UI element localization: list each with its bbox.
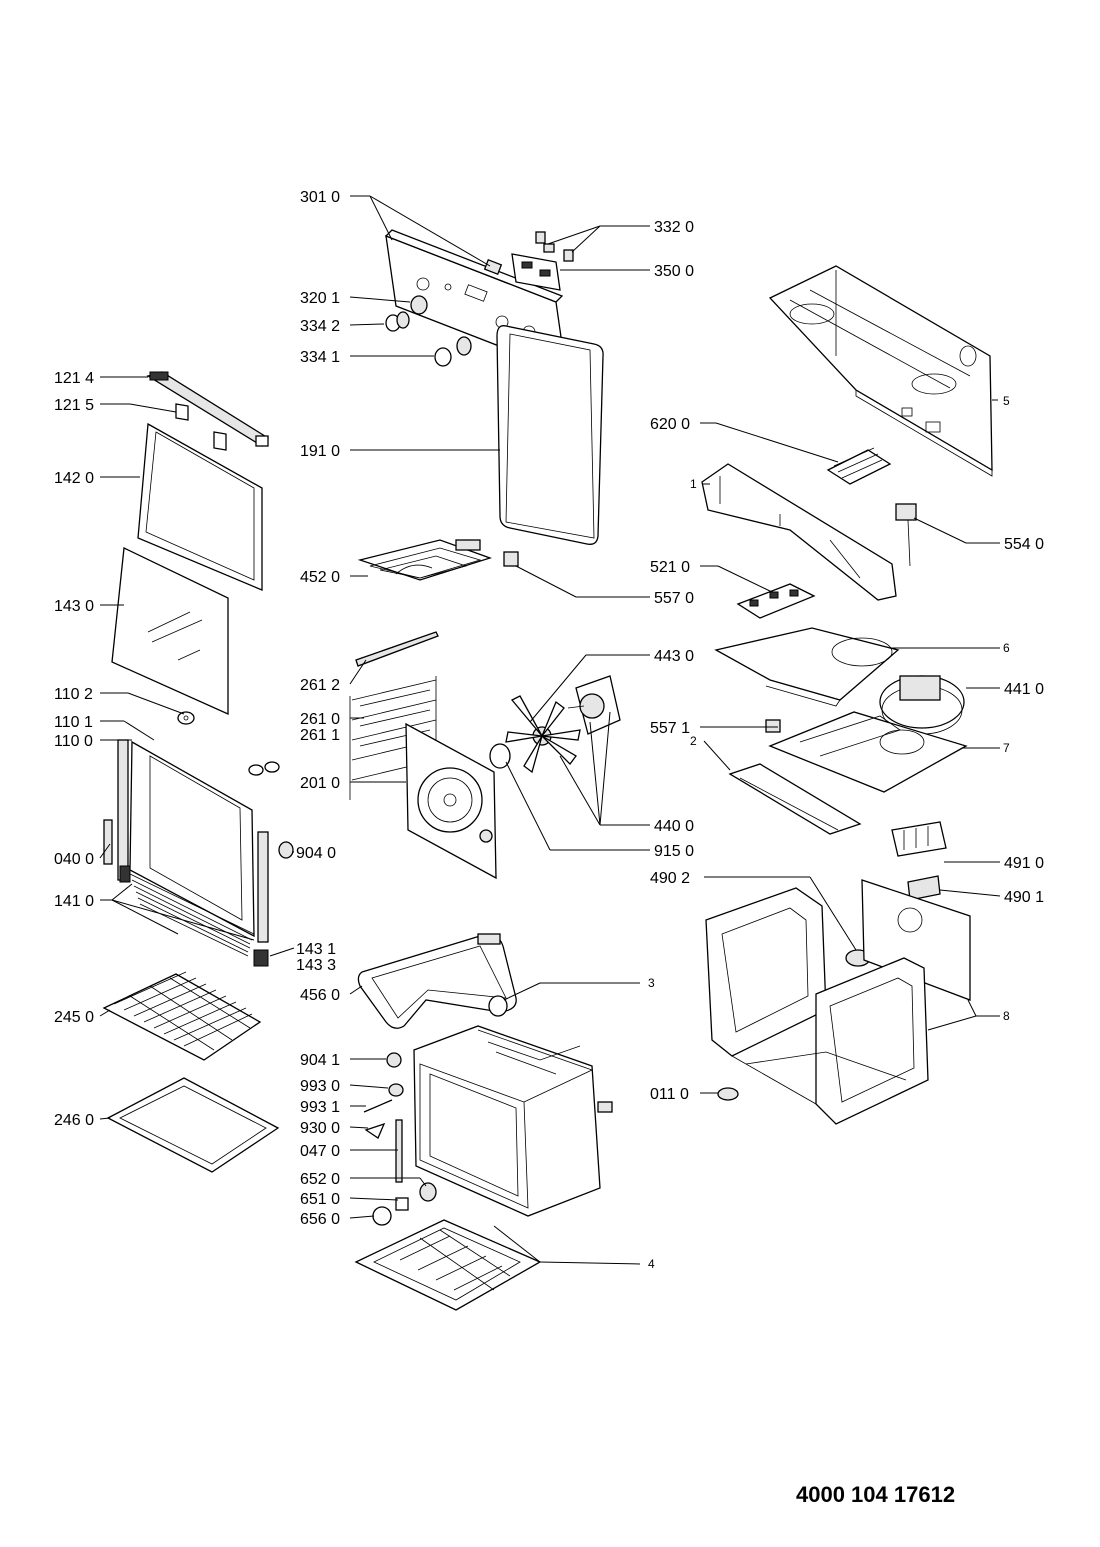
label-3: 3 bbox=[648, 976, 655, 990]
label-993-1: 993 1 bbox=[300, 1099, 340, 1116]
label-246-0: 246 0 bbox=[54, 1112, 94, 1129]
connector-board-part bbox=[736, 583, 816, 619]
label-110-1: 110 1 bbox=[54, 714, 93, 731]
label-5: 5 bbox=[1003, 394, 1010, 408]
label-441-0: 441 0 bbox=[1004, 681, 1044, 698]
label-011-0: 011 0 bbox=[650, 1086, 689, 1103]
label-334-1: 334 1 bbox=[300, 349, 340, 366]
cover-plate-part bbox=[714, 627, 900, 707]
bush-part bbox=[489, 743, 511, 769]
label-557-1: 557 1 bbox=[650, 720, 690, 737]
safety-thermostat-part bbox=[765, 719, 781, 733]
bracket-part bbox=[701, 463, 897, 601]
label-301-0: 301 0 bbox=[300, 189, 340, 206]
door-handle-part bbox=[146, 371, 269, 447]
electronic-board-part bbox=[511, 243, 561, 291]
top-heating-element-part bbox=[357, 539, 493, 581]
label-1: 1 bbox=[690, 477, 697, 491]
label-554-0: 554 0 bbox=[1004, 536, 1044, 553]
connector-part bbox=[891, 821, 947, 857]
thermostat-part bbox=[503, 551, 519, 567]
label-452-0: 452 0 bbox=[300, 569, 340, 586]
label-141-0: 141 0 bbox=[54, 893, 94, 910]
baking-tray-part bbox=[106, 1077, 280, 1173]
label-993-0: 993 0 bbox=[300, 1078, 340, 1095]
label-490-2: 490 2 bbox=[650, 870, 690, 887]
label-490-1: 490 1 bbox=[1004, 889, 1044, 906]
fan-motor-part bbox=[567, 675, 621, 735]
handle-bracket-part bbox=[175, 403, 227, 451]
oven-cavity-part bbox=[413, 1025, 613, 1217]
label-121-4: 121 4 bbox=[54, 370, 94, 387]
hinge-part bbox=[103, 819, 269, 967]
label-201-0: 201 0 bbox=[300, 775, 340, 792]
bush-part-2 bbox=[717, 1087, 739, 1101]
terminal-block-part bbox=[895, 503, 917, 567]
label-651-0: 651 0 bbox=[300, 1191, 340, 1208]
label-904-1: 904 1 bbox=[300, 1052, 340, 1069]
lamp-holder-part bbox=[907, 875, 941, 901]
wire-shelf-part bbox=[102, 971, 262, 1061]
label-334-2: 334 2 bbox=[300, 318, 340, 335]
inner-door-glass-part bbox=[111, 547, 229, 716]
top-casing-part bbox=[768, 265, 993, 477]
fan-blade-part bbox=[505, 695, 581, 774]
push-button-part bbox=[535, 231, 574, 262]
label-040-0: 040 0 bbox=[54, 851, 94, 868]
label-143-3: 143 3 bbox=[296, 957, 336, 974]
front-strip-part bbox=[728, 763, 862, 835]
rear-panel-part bbox=[405, 722, 497, 880]
label-110-0: 110 0 bbox=[54, 733, 93, 750]
label-491-0: 491 0 bbox=[1004, 855, 1044, 872]
label-915-0: 915 0 bbox=[654, 843, 694, 860]
side-panel-part bbox=[705, 879, 971, 1125]
label-456-0: 456 0 bbox=[300, 987, 340, 1004]
cooling-fan-part bbox=[826, 447, 892, 485]
label-440-0: 440 0 bbox=[654, 818, 694, 835]
label-261-2: 261 2 bbox=[300, 677, 340, 694]
label-143-1: 143 1 bbox=[296, 941, 336, 958]
label-930-0: 930 0 bbox=[300, 1120, 340, 1137]
label-332-0: 332 0 bbox=[654, 219, 694, 236]
knob-part bbox=[385, 295, 472, 367]
label-557-0: 557 0 bbox=[654, 590, 694, 607]
label-904-0: 904 0 bbox=[296, 845, 336, 862]
label-4: 4 bbox=[648, 1257, 655, 1271]
label-443-0: 443 0 bbox=[654, 648, 694, 665]
label-320-1: 320 1 bbox=[300, 290, 340, 307]
label-6: 6 bbox=[1003, 641, 1010, 655]
outer-door-glass-part bbox=[137, 422, 263, 591]
label-121-5: 121 5 bbox=[54, 397, 94, 414]
washer-part bbox=[177, 711, 280, 776]
door-seal-part bbox=[496, 325, 604, 545]
label-261-0: 261 0 bbox=[300, 711, 340, 728]
label-261-1: 261 1 bbox=[300, 727, 340, 744]
document-number: 4000 104 17612 bbox=[796, 1482, 956, 1507]
bottom-plate-part bbox=[354, 1219, 542, 1311]
label-142-0: 142 0 bbox=[54, 470, 94, 487]
label-350-0: 350 0 bbox=[654, 263, 694, 280]
label-620-0: 620 0 bbox=[650, 416, 690, 433]
leader-lines bbox=[99, 195, 1001, 1265]
cap-part bbox=[278, 841, 294, 859]
label-656-0: 656 0 bbox=[300, 1211, 340, 1228]
part-labels: 301 0 332 0 350 0 320 1 334 2 334 1 121 … bbox=[54, 189, 1044, 1271]
label-2: 2 bbox=[690, 734, 697, 748]
label-7: 7 bbox=[1003, 741, 1010, 755]
label-652-0: 652 0 bbox=[300, 1171, 340, 1188]
label-191-0: 191 0 bbox=[300, 443, 340, 460]
door-frame-part bbox=[117, 739, 269, 957]
bottom-heating-element-part bbox=[357, 933, 517, 1029]
label-521-0: 521 0 bbox=[650, 559, 690, 576]
label-245-0: 245 0 bbox=[54, 1009, 94, 1026]
lamp-part bbox=[488, 995, 508, 1017]
label-143-0: 143 0 bbox=[54, 598, 94, 615]
label-8: 8 bbox=[1003, 1009, 1010, 1023]
label-110-2: 110 2 bbox=[54, 686, 93, 703]
deflector-plate-part bbox=[768, 711, 968, 793]
label-047-0: 047 0 bbox=[300, 1143, 340, 1160]
